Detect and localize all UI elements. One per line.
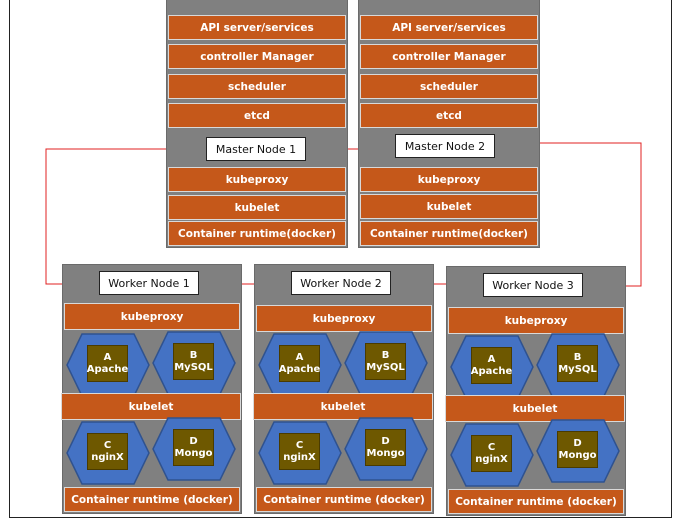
kubelet-bar: kubelet [61,393,241,420]
container-runtime-bar: Container runtime (docker) [256,487,432,512]
container-runtime-bar: Container runtime(docker) [168,221,346,246]
pod-id: B [381,349,390,361]
controller-manager-bar: controller Manager [360,44,538,69]
pod-id: D [381,435,390,447]
pod-app: Mongo [558,449,597,461]
master-node-1: API server/services controller Manager s… [166,0,348,248]
pod-id: C [295,439,304,451]
worker-node-label: Worker Node 3 [483,273,583,297]
api-server-bar: API server/services [360,15,538,40]
kubeproxy-bar: kubeproxy [168,167,346,192]
pod-app: Apache [470,365,513,377]
connector-master1-worker1 [45,148,167,285]
scheduler-bar: scheduler [360,74,538,99]
pod-app: MySQL [174,361,213,373]
api-server-bar: API server/services [168,15,346,40]
master-node-2: API server/services controller Manager s… [358,0,540,248]
pod-app: Apache [86,363,129,375]
pod-id: B [573,351,582,363]
etcd-bar: etcd [168,103,346,128]
pod-app: MySQL [366,361,405,373]
pod-id: D [189,435,198,447]
pod-id: C [487,441,496,453]
pod-id: A [295,351,304,363]
kubelet-bar: kubelet [253,393,433,420]
pod-id: D [573,437,582,449]
pod-app: nginX [91,451,124,463]
kubelet-bar: kubelet [445,395,625,422]
worker-node-label: Worker Node 1 [99,271,199,295]
controller-manager-bar: controller Manager [168,44,346,69]
master-node-label: Master Node 1 [206,137,306,161]
pod-app: Mongo [174,447,213,459]
worker-node-label: Worker Node 2 [291,271,391,295]
pod-app: Apache [278,363,321,375]
pod-app: Mongo [366,447,405,459]
kubeproxy-bar: kubeproxy [64,303,240,330]
pod-app: MySQL [558,363,597,375]
kubeproxy-bar: kubeproxy [256,305,432,332]
pod-app: nginX [475,453,508,465]
kubelet-bar: kubelet [360,194,538,219]
container-runtime-bar: Container runtime (docker) [64,487,240,512]
kubeproxy-bar: kubeproxy [448,307,624,334]
container-runtime-bar: Container runtime(docker) [360,221,538,246]
master-node-label: Master Node 2 [395,134,495,158]
etcd-bar: etcd [360,103,538,128]
pod-id: B [189,349,198,361]
connector-master2-worker3 [529,142,642,287]
pod-id: A [487,353,496,365]
pod-app: nginX [283,451,316,463]
container-runtime-bar: Container runtime (docker) [448,489,624,514]
kubelet-bar: kubelet [168,195,346,220]
scheduler-bar: scheduler [168,74,346,99]
pod-id: C [103,439,112,451]
pod-id: A [103,351,112,363]
kubeproxy-bar: kubeproxy [360,167,538,192]
